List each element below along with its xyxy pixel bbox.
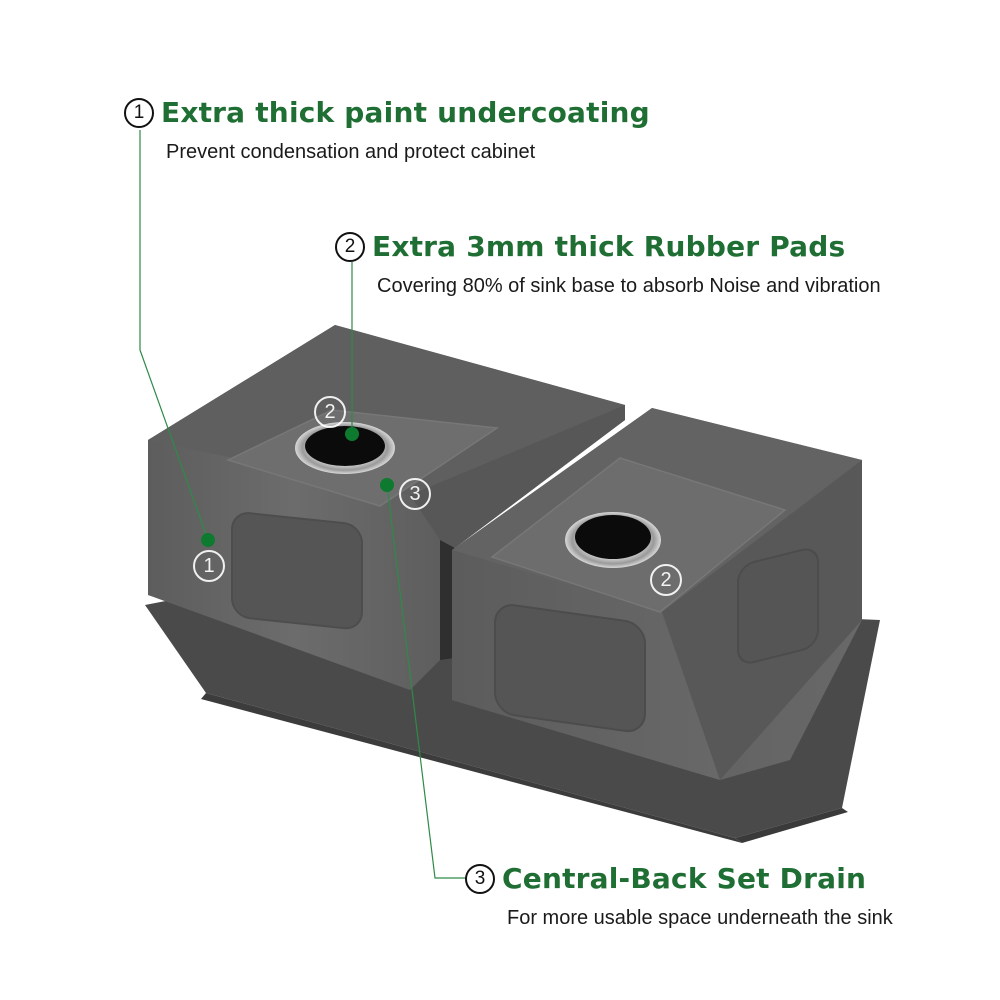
callout-number: 2 [335,231,365,262]
marker-3: 3 [399,478,431,510]
callout-drain: 3 Central-Back Set Drain For more usable… [465,862,893,930]
callout-title: Extra 3mm thick Rubber Pads [372,230,846,263]
marker-2-right: 2 [650,564,682,596]
leader-line-1 [139,130,209,541]
callout-number: 3 [465,863,495,894]
target-dots [201,427,394,547]
right-bowl [452,408,862,780]
callout-description: For more usable space underneath the sin… [507,907,893,929]
dot-2 [345,427,359,441]
dot-3 [380,478,394,492]
callout-title: Central-Back Set Drain [502,862,867,895]
marker-2-left: 2 [314,396,346,428]
marker-1: 1 [193,550,225,582]
callout-number: 1 [124,97,154,128]
leader-line-3 [386,484,470,879]
left-bowl [148,325,625,690]
callout-description: Prevent condensation and protect cabinet [166,141,536,163]
callout-rubber-pads: 2 Extra 3mm thick Rubber Pads Covering 8… [335,230,881,298]
callout-paint-undercoating: 1 Extra thick paint undercoating Prevent… [124,96,650,164]
dot-1 [201,533,215,547]
callout-title: Extra thick paint undercoating [161,96,650,129]
right-drain [565,512,661,568]
left-drain [295,422,395,474]
callout-description: Covering 80% of sink base to absorb Nois… [377,275,881,297]
leader-lines [139,130,470,879]
